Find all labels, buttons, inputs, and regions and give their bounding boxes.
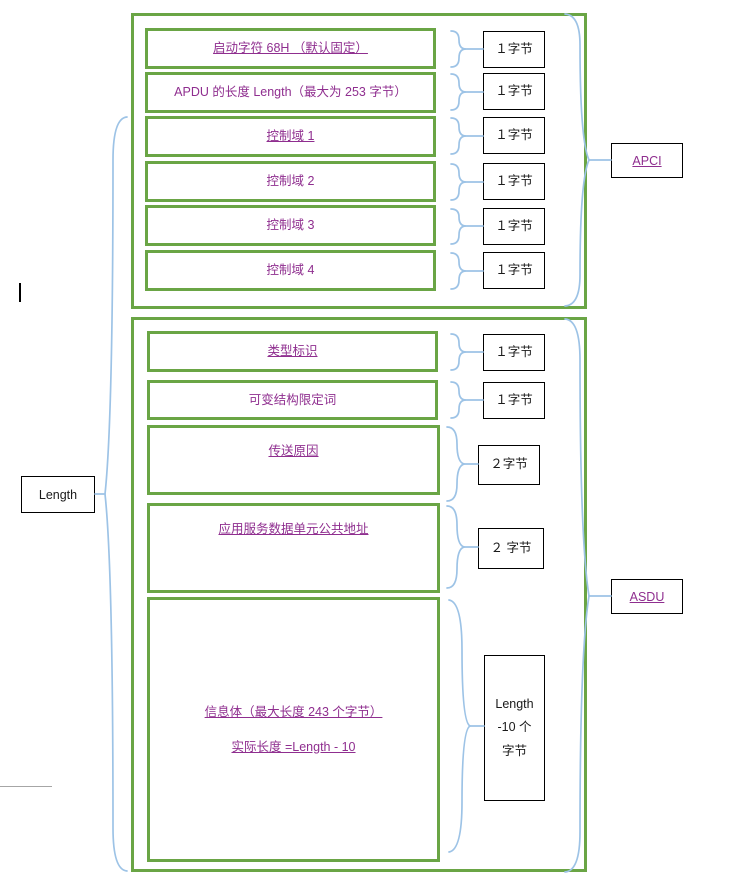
field-row-apdu-length[interactable]: APDU 的长度 Length（最大为 253 字节）	[145, 72, 436, 113]
field-row-control-field-4[interactable]: 控制域 4	[145, 250, 436, 291]
field-label: 可变结构限定词	[248, 392, 337, 407]
field-label: 类型标识	[267, 344, 318, 359]
byte-size-label: １字节	[495, 392, 533, 407]
field-label-line-2: 实际长度 =Length - 10	[231, 739, 356, 754]
byte-size-box-type-identification: １字节	[483, 334, 545, 371]
byte-size-box-control-field-3: １字节	[483, 208, 545, 245]
byte-size-box-control-field-1: １字节	[483, 117, 545, 154]
length-span-label: Length	[38, 487, 78, 502]
field-label-line-1: 信息体（最大长度 243 个字节）	[204, 704, 383, 719]
byte-size-label: １字节	[495, 127, 533, 142]
field-label: APDU 的长度 Length（最大为 253 字节）	[174, 85, 407, 100]
field-row-asdu-common-address[interactable]: 应用服务数据单元公共地址	[147, 503, 440, 593]
field-row-cause-of-transmission[interactable]: 传送原因	[147, 425, 440, 495]
byte-size-label-line-1: Length	[495, 697, 534, 712]
length-span-label-box[interactable]: Length	[21, 476, 95, 513]
field-row-information-object[interactable]: 信息体（最大长度 243 个字节） 实际长度 =Length - 10	[147, 597, 440, 862]
section-tag-label: ASDU	[629, 589, 665, 604]
section-tag-label: APCI	[632, 153, 662, 168]
section-tag-asdu[interactable]: ASDU	[611, 579, 683, 614]
byte-size-label: ２字节	[490, 457, 528, 472]
field-row-variable-structure-qualifier[interactable]: 可变结构限定词	[147, 380, 438, 420]
byte-size-label: １字节	[495, 218, 533, 233]
field-row-type-identification[interactable]: 类型标识	[147, 331, 438, 372]
field-label: 控制域 2	[266, 174, 315, 189]
text-caret-mark	[19, 283, 21, 302]
byte-size-box-cause-of-transmission: ２字节	[478, 445, 540, 485]
section-tag-apci[interactable]: APCI	[611, 143, 683, 178]
page-corner-mark	[0, 786, 52, 879]
byte-size-box-apdu-length: １字节	[483, 73, 545, 110]
field-label: 控制域 1	[266, 129, 315, 144]
byte-size-label: １字节	[495, 41, 533, 56]
field-label: 控制域 4	[266, 263, 315, 278]
field-row-control-field-2[interactable]: 控制域 2	[145, 161, 436, 202]
byte-size-box-asdu-common-address: ２ 字节	[478, 528, 544, 569]
byte-size-box-information-object: Length -10 个 字节	[484, 655, 545, 801]
byte-size-label: ２ 字节	[490, 540, 532, 555]
field-label: 传送原因	[268, 444, 319, 458]
byte-size-label: １字节	[495, 262, 533, 277]
field-row-start-char[interactable]: 启动字符 68H （默认固定）	[145, 28, 436, 69]
field-label: 应用服务数据单元公共地址	[218, 522, 369, 536]
byte-size-label: １字节	[495, 173, 533, 188]
field-row-control-field-1[interactable]: 控制域 1	[145, 116, 436, 157]
byte-size-box-control-field-4: １字节	[483, 252, 545, 289]
byte-size-label-line-2: -10 个	[497, 720, 532, 735]
byte-size-box-control-field-2: １字节	[483, 163, 545, 200]
byte-size-box-variable-structure-qualifier: １字节	[483, 382, 545, 419]
brace-length-span	[94, 116, 128, 872]
field-label: 启动字符 68H （默认固定）	[213, 41, 368, 56]
byte-size-label: １字节	[495, 83, 533, 98]
field-row-control-field-3[interactable]: 控制域 3	[145, 205, 436, 246]
byte-size-label-line-3: 字节	[501, 743, 527, 758]
byte-size-label: １字节	[495, 344, 533, 359]
byte-size-box-start-char: １字节	[483, 31, 545, 68]
field-label: 控制域 3	[266, 218, 315, 233]
